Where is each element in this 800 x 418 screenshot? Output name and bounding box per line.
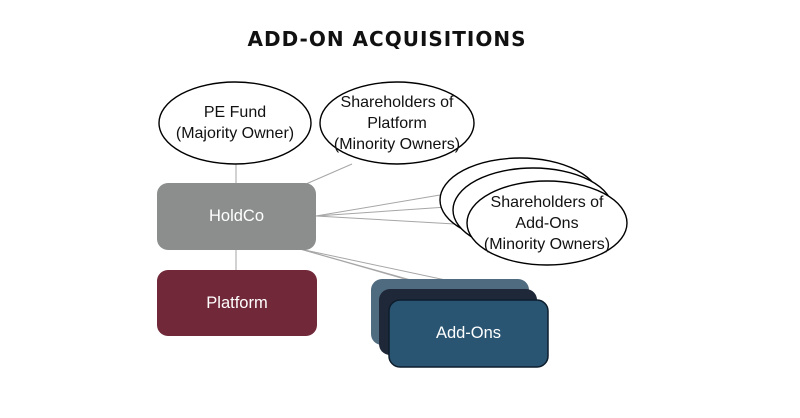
- connector-holdco-addons-1: [299, 248, 456, 283]
- diagram-title: ADD-ON ACQUISITIONS: [247, 27, 527, 51]
- platform-shareholders-line-3: (Minority Owners): [333, 135, 461, 153]
- connector-holdco-addon-shareholders-2: [315, 206, 448, 217]
- holdco-label: HoldCo: [208, 207, 265, 225]
- platform-box: [157, 270, 317, 336]
- addon-shareholders-oval-front: [466, 180, 628, 266]
- platform-shareholders-label: Shareholders of Platform (Minority Owner…: [320, 82, 474, 164]
- holdco-box: [157, 183, 316, 250]
- addons-label: Add-Ons: [435, 324, 502, 342]
- addon-shareholders-line-2: Add-Ons: [515, 214, 579, 232]
- pe-fund-oval: [158, 81, 312, 165]
- platform-label: Platform: [206, 293, 268, 312]
- pe-fund-line-2: (Majority Owner): [175, 125, 295, 142]
- pe-fund-label: PE Fund (Majority Owner): [159, 82, 311, 164]
- connector-holdco-addon-shareholders-1: [315, 194, 441, 217]
- connector-platform-shareholders-holdco: [305, 163, 353, 185]
- addons-box-front: [388, 299, 549, 368]
- platform-shareholders-line-2: Platform: [367, 114, 427, 132]
- addon-shareholders-line-3: (Minority Owners): [483, 235, 611, 253]
- platform-shareholders-oval: [319, 81, 475, 165]
- addon-shareholders-line-1: Shareholders of: [490, 193, 604, 211]
- connector-holdco-addon-shareholders-3: [315, 215, 456, 225]
- pe-fund-line-1: PE Fund: [203, 104, 267, 121]
- addon-shareholders-label: Shareholders of Add-Ons (Minority Owners…: [467, 181, 627, 265]
- platform-shareholders-line-1: Shareholders of: [340, 93, 454, 111]
